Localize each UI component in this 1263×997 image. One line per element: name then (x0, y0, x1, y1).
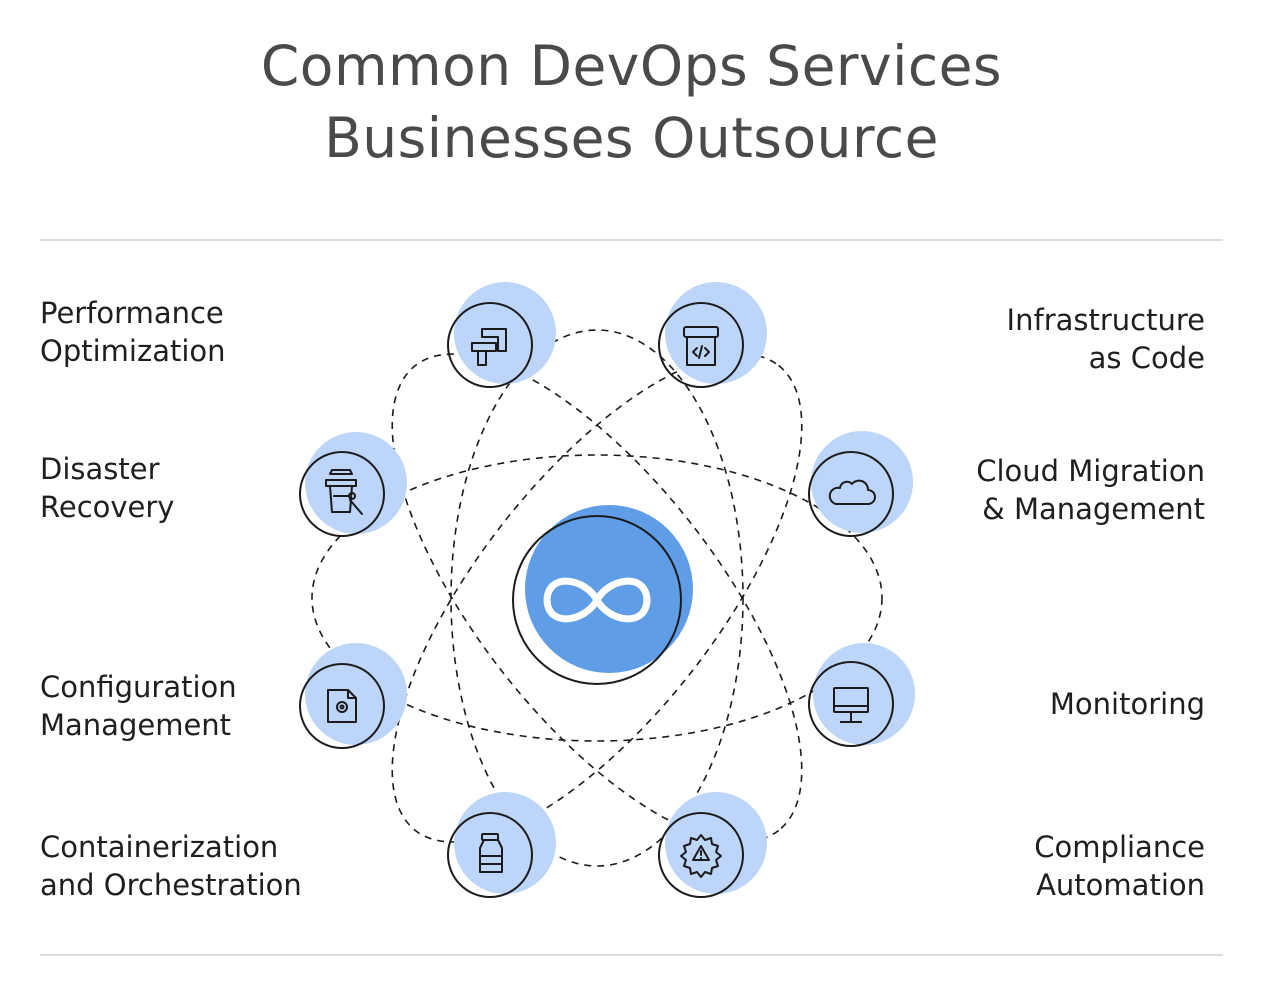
infinity-icon (543, 577, 651, 623)
top-divider (40, 239, 1223, 241)
label-cloud-migration: Cloud Migration & Management (976, 454, 1205, 526)
node-infrastructure-as-code (658, 282, 767, 388)
fire-hydrant-icon (325, 469, 363, 515)
code-box-icon (683, 326, 719, 366)
center-ring (512, 515, 682, 685)
label-monitoring: Monitoring (1049, 687, 1205, 721)
title-line-2: Businesses Outsource (324, 106, 939, 170)
pipe-icon (471, 328, 507, 366)
title-line-1: Common DevOps Services (260, 34, 1003, 98)
gear-warning-icon (680, 834, 722, 878)
orbit-diagonal-a (391, 353, 803, 843)
label-compliance-automation: Compliance Automation (1034, 830, 1205, 902)
orbit-diagonal-b (391, 353, 803, 843)
orbit-horizontal (311, 454, 883, 742)
center-hub (512, 505, 693, 685)
bottom-divider (40, 954, 1223, 956)
cloud-icon (828, 479, 876, 505)
label-performance-optimization: Performance Optimization (40, 296, 226, 368)
label-disaster-recovery: Disaster Recovery (40, 452, 175, 524)
node-disaster-recovery (299, 432, 407, 537)
page-title: Common DevOps Services Businesses Outsou… (0, 30, 1263, 174)
orbit-lines (311, 329, 883, 867)
node-configuration-management (299, 643, 407, 749)
config-file-icon (327, 689, 357, 723)
node-monitoring (808, 643, 915, 747)
node-compliance-automation (658, 792, 767, 898)
node-cloud-migration (808, 431, 913, 537)
container-jar-icon (479, 833, 503, 873)
label-containerization: Containerization and Orchestration (40, 830, 302, 902)
label-infrastructure-as-code: Infrastructure as Code (1006, 303, 1205, 375)
node-performance-optimization (447, 282, 556, 388)
label-configuration-management: Configuration Management (40, 670, 237, 742)
monitor-icon (833, 687, 869, 723)
node-containerization (447, 792, 556, 898)
